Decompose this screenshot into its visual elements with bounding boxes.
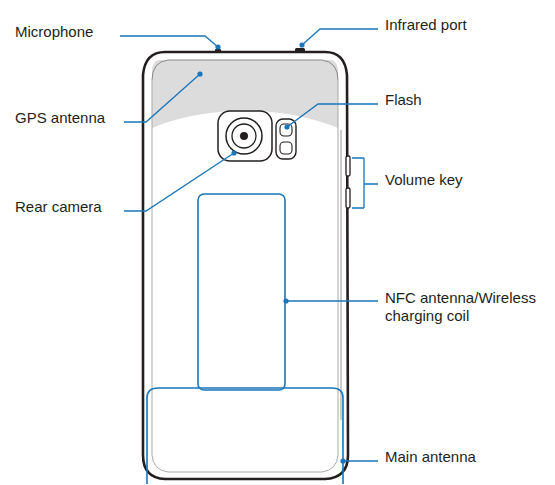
- main-antenna-outline: [147, 388, 343, 484]
- camera-lens: [232, 124, 256, 148]
- flash: [276, 119, 296, 159]
- part-label: Infrared port: [385, 16, 467, 34]
- volume-key: [346, 188, 350, 208]
- nfc-coil-outline: [198, 194, 285, 390]
- edge-curve: [341, 130, 342, 420]
- camera-lens: [226, 118, 262, 154]
- back-edge: [152, 80, 338, 472]
- part-label: NFC antenna/Wireless charging coil: [385, 289, 551, 325]
- flash: [280, 124, 292, 136]
- leader-dots: [197, 42, 345, 463]
- camera-lens: [240, 132, 248, 140]
- camera-housing: [218, 111, 272, 161]
- phone-body: [143, 52, 348, 479]
- part-label: GPS antenna: [15, 109, 105, 127]
- infrared-port: [295, 48, 305, 52]
- part-label: Volume key: [385, 171, 463, 189]
- part-label: Microphone: [15, 23, 93, 41]
- part-label: Main antenna: [385, 448, 476, 466]
- back-edge: [152, 60, 338, 80]
- part-label: Rear camera: [15, 198, 102, 216]
- flash: [280, 142, 292, 154]
- leader-lines: [120, 29, 378, 461]
- part-label: Flash: [385, 91, 422, 109]
- volume-key: [346, 156, 350, 176]
